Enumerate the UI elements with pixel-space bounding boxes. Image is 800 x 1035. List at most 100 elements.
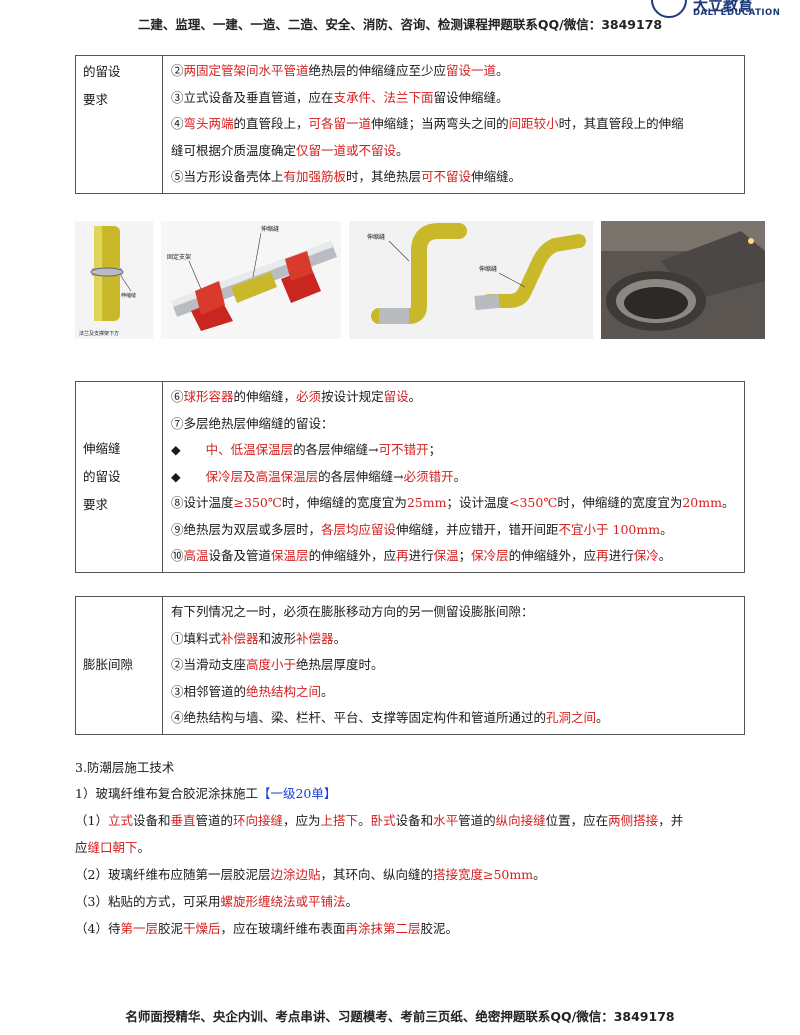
section-items: （1）立式设备和垂直管道的环向接缝，应为上搭下。卧式设备和水平管道的纵向接缝位置…: [75, 807, 745, 942]
highlighted-text: 仅留一道或不留设: [296, 142, 397, 158]
body-text: ③相邻管道的: [171, 683, 247, 699]
body-text: ；: [458, 548, 472, 563]
highlighted-text: 螺旋形缠绕法或平铺法: [220, 894, 346, 909]
table2-label-line3: 要求: [83, 496, 109, 512]
highlighted-text: 保冷层及高温保温层: [205, 468, 319, 484]
highlighted-text: 再: [396, 548, 409, 563]
page-header: 二建、监理、一建、一造、二造、安全、消防、咨询、检测课程押题联系QQ/微信：38…: [0, 14, 800, 33]
body-text: 。: [333, 630, 347, 646]
body-text: ⑦多层绝热层伸缩缝的留设：: [171, 415, 334, 431]
photo2-label1: 伸缩缝: [261, 225, 279, 233]
photo-strip: 伸缩缝 法兰及支撑架下方 伸缩缝 固定支架 伸缩缝: [75, 221, 765, 341]
body-text: ，其环向、纵向缝的: [320, 867, 433, 882]
body-text: 缝可根据介质温度确定: [171, 142, 297, 158]
highlighted-text: 再: [596, 548, 609, 563]
highlighted-text: 补偿器: [296, 630, 334, 646]
body-text: 的各层伸缩缝→: [318, 468, 404, 484]
photo2-label2: 固定支架: [167, 253, 191, 261]
table2-item-7: ⑩高温设备及管道保温层的伸缩缝外，应再进行保温；保冷层的伸缩缝外，应再进行保冷。: [171, 543, 738, 570]
body-text: 设备和: [132, 813, 171, 828]
highlighted-text: 间距较小: [508, 116, 559, 131]
body-text: 绝热层厚度时。: [296, 657, 384, 672]
body-text: （1）: [75, 813, 108, 828]
section-subtitle-text: 1）玻璃纤维布复合胶泥涂抹施工【一级20单】: [75, 781, 745, 807]
highlighted-text: <350℃: [509, 495, 558, 510]
body-text: 胶泥。: [420, 921, 459, 936]
body-text: ，应在玻璃纤维布表面: [220, 921, 346, 936]
expansion-gap-table: 膨胀间隙 有下列情况之一时，必须在膨胀移动方向的另一侧留设膨胀间隙： ①填料式 补偿…: [75, 596, 745, 735]
body-text: 。: [660, 521, 673, 537]
photo1-caption: 法兰及支撑架下方: [79, 330, 119, 337]
table1-item-2: ③立式设备及垂直管道，应在支承件、法兰下面留设伸缩缝。: [171, 85, 738, 112]
highlighted-text: 上搭下: [320, 813, 359, 828]
highlighted-text: 弯头两端: [183, 116, 234, 131]
highlighted-text: ≥350℃: [233, 495, 282, 510]
table3-item-2: ①填料式补偿器和波形补偿器。: [171, 626, 738, 653]
section-title: 3.防潮层施工技术: [75, 760, 175, 775]
body-text: ⑩: [171, 548, 184, 563]
body-text: 的伸缩缝外，应: [508, 548, 597, 563]
highlighted-text: 孔洞之间: [546, 710, 597, 725]
tag-text: 【一级20单】: [257, 786, 337, 801]
footer-text: 名师面授精华、央企内训、考点串讲、习题模考、考前三页纸、绝密押题联系QQ/微信：…: [125, 1009, 675, 1024]
highlighted-text: 可各留一道: [308, 116, 372, 131]
brand-logo: 大立教育 DALI EDUCATION: [645, 0, 800, 22]
highlighted-text: 支承件、法兰下面: [333, 89, 434, 105]
table2-label-line1: 伸缩缝: [83, 440, 121, 456]
table3-item-4: ③相邻管道的绝热结构之间。: [171, 679, 738, 706]
body-text: 。: [408, 389, 422, 404]
highlighted-text: 保冷: [633, 548, 659, 563]
table1-item-5: ⑤当方形设备壳体上有加强筋板时，其绝热层可不留设伸缩缝。: [171, 164, 738, 191]
body-text: 按设计规定: [321, 389, 384, 404]
highlighted-text: 保温层: [271, 548, 309, 563]
table2-label-line2: 的留设: [83, 468, 121, 484]
highlighted-text: 保温: [433, 548, 459, 563]
body-text: ⑥: [171, 389, 184, 404]
highlighted-text: 可不错开: [378, 442, 429, 457]
body-text: 。: [396, 142, 409, 158]
table3-label: 膨胀间隙: [75, 596, 163, 735]
photo3-label1: 伸缩缝: [367, 233, 385, 241]
body-text: （3）粘贴的方式，可采用: [75, 894, 221, 909]
body-text: 有下列情况之一时，必须在膨胀移动方向的另一侧留设膨胀间隙：: [171, 604, 534, 619]
table1-label-line1: 的留设: [83, 64, 121, 79]
table3-item-1: 有下列情况之一时，必须在膨胀移动方向的另一侧留设膨胀间隙：: [171, 599, 738, 626]
body-text: 位置，应在: [545, 813, 609, 828]
body-text: 。: [358, 813, 371, 828]
table3-content: 有下列情况之一时，必须在膨胀移动方向的另一侧留设膨胀间隙：①填料式补偿器和波形补…: [162, 596, 745, 735]
body-text: 。: [345, 894, 358, 909]
highlighted-text: 留设一道: [446, 63, 497, 78]
body-text: 绝热层的伸缩缝应至少应: [308, 63, 447, 78]
body-text: 进行: [608, 548, 634, 563]
body-text: ②: [171, 63, 184, 78]
body-text: 。: [496, 63, 509, 78]
highlighted-text: 可不留设: [421, 169, 472, 184]
highlighted-text: 垂直: [170, 813, 196, 828]
body-text: 和波形: [258, 630, 297, 646]
highlighted-text: 两侧搭接: [608, 813, 659, 828]
body-text: 设备和: [395, 813, 434, 828]
highlighted-text: 有加强筋板: [283, 169, 347, 184]
highlighted-text: 缝口朝下: [87, 840, 138, 855]
section-subtitle: 1）玻璃纤维布复合胶泥涂抹施工【一级20单】: [75, 781, 745, 807]
body-text: ，应为: [283, 813, 321, 828]
highlighted-text: 球形容器: [183, 389, 234, 404]
body-text: 的伸缩缝，: [233, 389, 297, 404]
photo-elbow-pipes: 伸缩缝 伸缩缝: [349, 221, 593, 339]
body-text: ③立式设备及垂直管道，应在: [171, 89, 334, 105]
body-text: 。: [321, 683, 334, 699]
highlighted-text: 环向接缝: [233, 813, 284, 828]
body-text: 1）玻璃纤维布复合胶泥涂抹施工: [75, 786, 258, 801]
body-text: 。: [137, 840, 151, 855]
table2-item-5: ⑧设计温度≥350℃时，伸缩缝的宽度宜为25mm；设计温度<350℃时，伸缩缝的…: [171, 490, 738, 517]
body-text: 伸缩缝，并应错开，错开间距: [396, 521, 559, 537]
photo-insulated-fitting: [601, 221, 765, 339]
body-text: ④绝热结构与墙、梁、栏杆、平台、支撑等固定构件和管道所通过的: [171, 710, 547, 725]
highlighted-text: 纵向接缝: [495, 813, 546, 828]
body-text: （2）玻璃纤维布应随第一层胶泥层: [75, 867, 271, 882]
highlighted-text: 必须错开: [403, 468, 454, 484]
body-text: ；设计温度: [446, 495, 509, 510]
body-text: 时，伸缩缝的宽度宜为: [557, 495, 683, 510]
photo3-label2: 伸缩缝: [479, 265, 497, 273]
body-text: ①填料式: [171, 630, 222, 646]
